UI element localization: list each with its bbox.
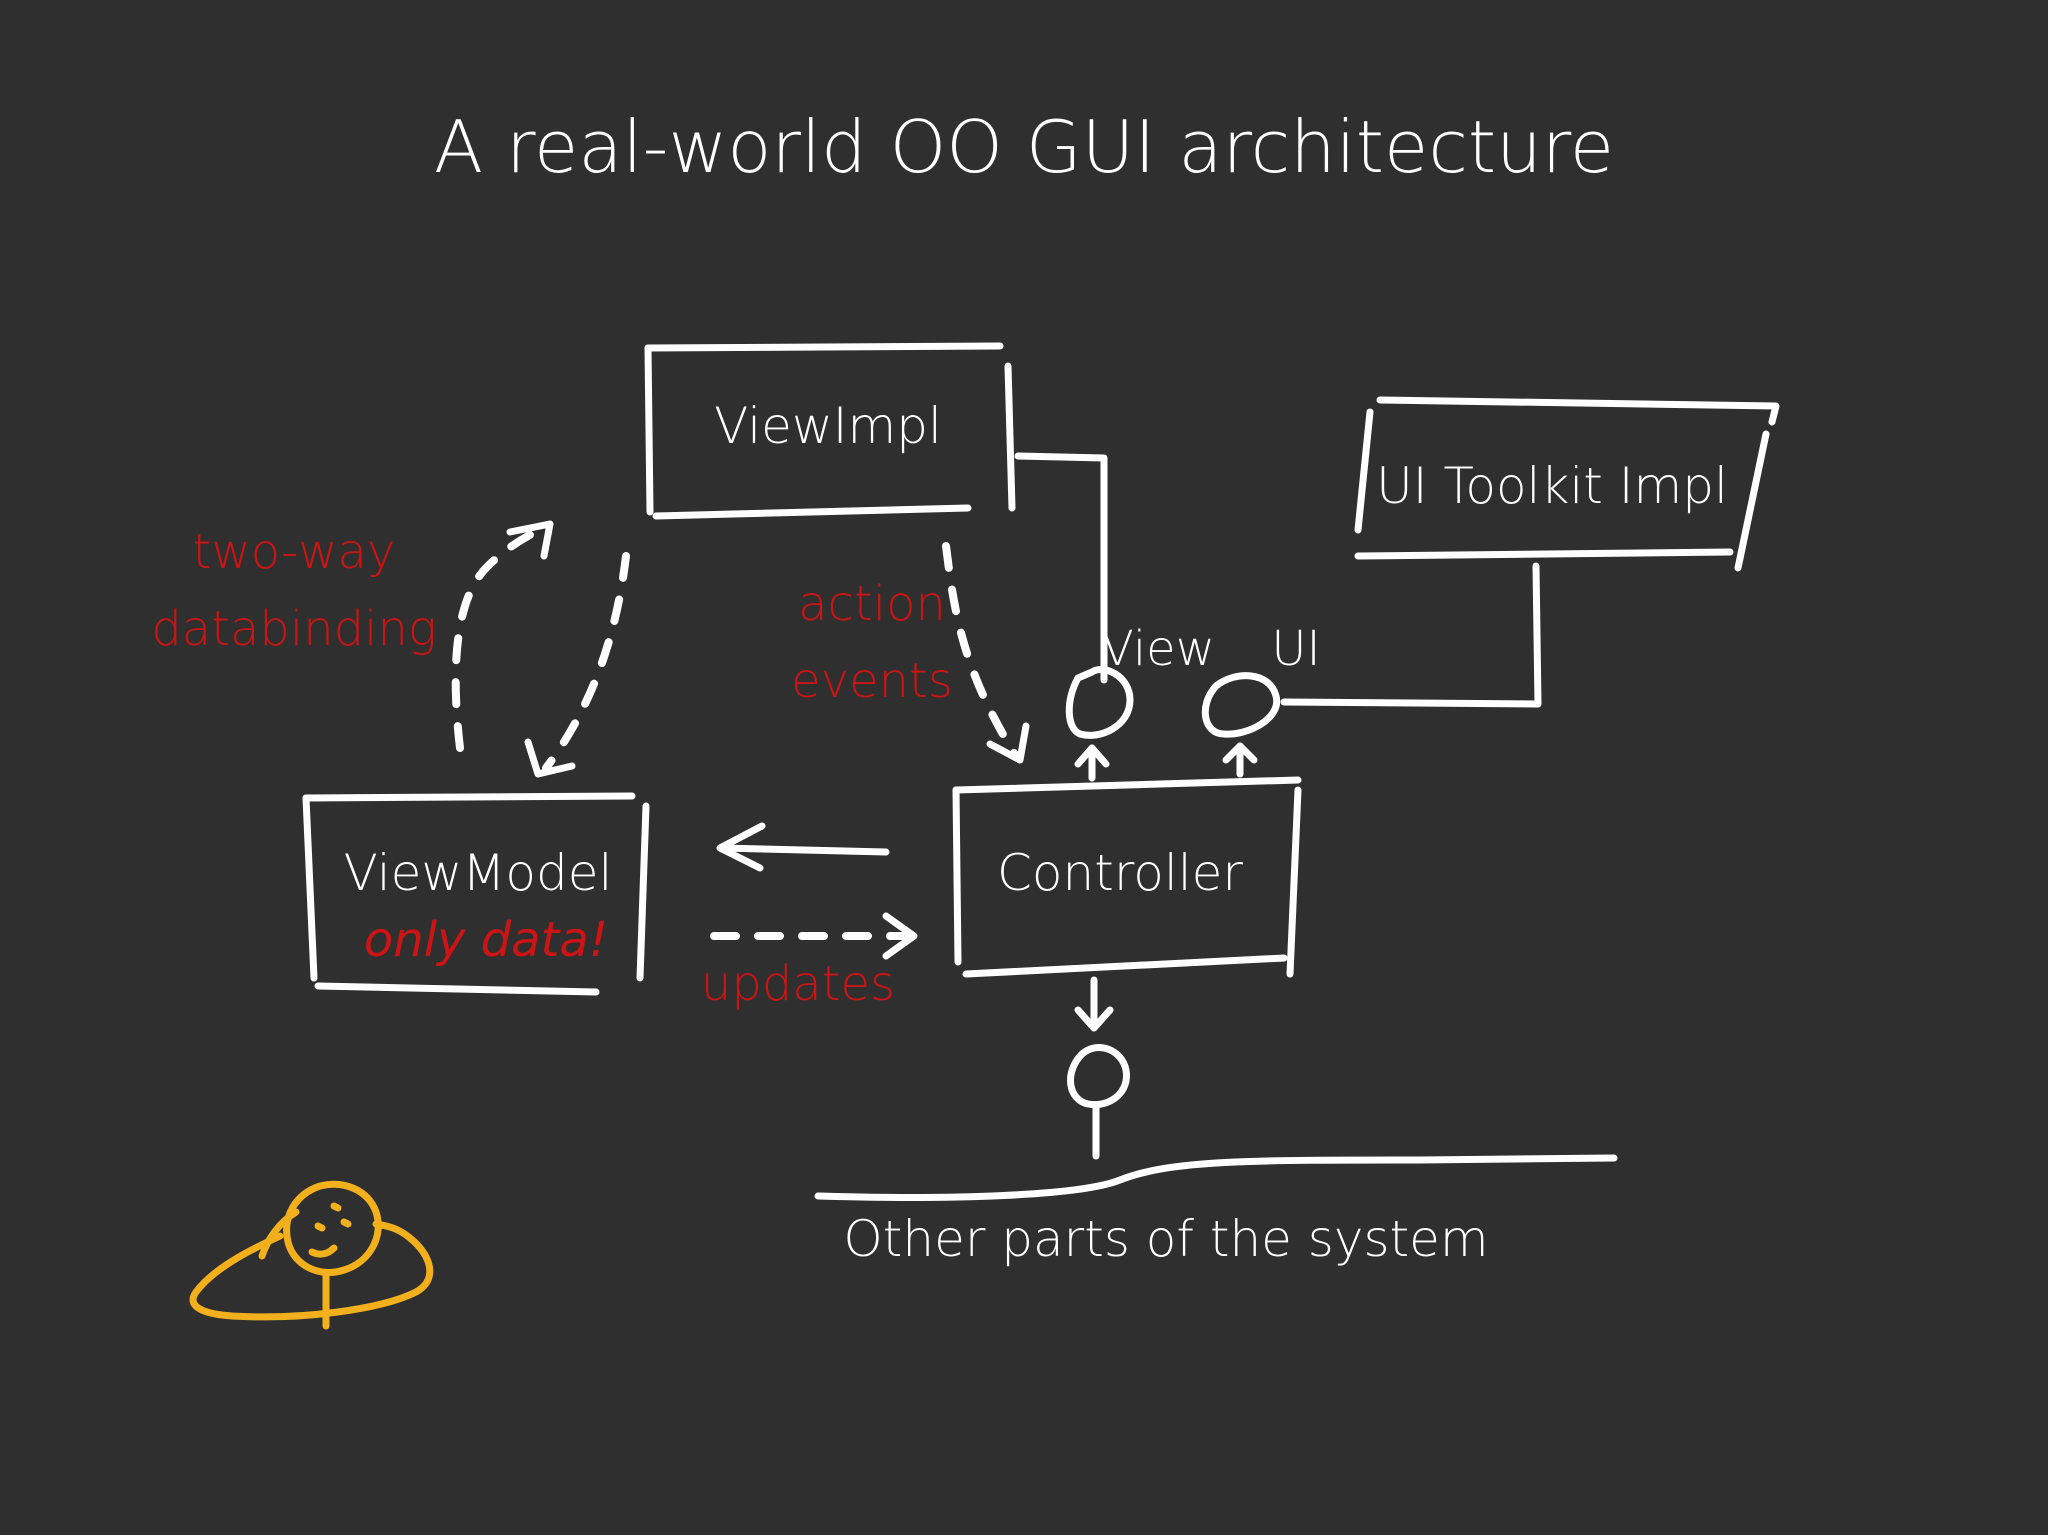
stick-figure-doodle: [189, 1180, 434, 1330]
controller-to-viewmodel-arrow: [716, 822, 890, 872]
two-way-label: two-way: [193, 524, 396, 580]
action-events-annotation: action events: [791, 576, 953, 709]
system-bus-label: Other parts of the system: [843, 1210, 1488, 1268]
view-model-label: ViewModel: [344, 844, 613, 902]
action-label: action: [798, 576, 946, 632]
updates-arrow: updates: [701, 912, 918, 1012]
system-bus: Other parts of the system: [814, 1154, 1618, 1268]
view-interface: View: [1065, 621, 1215, 782]
ui-toolkit-impl-label: UI Toolkit Impl: [1376, 457, 1728, 515]
view-model-note: only data!: [364, 912, 608, 968]
system-interface: [1067, 976, 1130, 1160]
ui-toolkit-impl-box: UI Toolkit Impl: [1354, 396, 1780, 572]
ui-toolkit-connector: [1280, 562, 1542, 708]
two-way-annotation: two-way databinding: [151, 524, 436, 657]
ui-interface: UI: [1201, 621, 1321, 778]
view-impl-connector: [1014, 452, 1108, 684]
updates-label: updates: [701, 956, 895, 1012]
view-impl-box: ViewImpl: [644, 342, 1016, 520]
ui-interface-label: UI: [1271, 621, 1320, 677]
controller-label: Controller: [997, 844, 1243, 902]
two-way-databinding-arrow: [451, 520, 630, 778]
events-label: events: [791, 653, 953, 709]
view-impl-label: ViewImpl: [714, 397, 942, 455]
action-events-arrow: [942, 542, 1030, 764]
view-interface-label: View: [1101, 621, 1215, 677]
page-title: A real-world OO GUI architecture: [434, 105, 1614, 189]
databinding-label: databinding: [151, 601, 436, 657]
controller-box: Controller: [952, 776, 1302, 978]
view-model-box: ViewModel only data!: [302, 792, 650, 996]
